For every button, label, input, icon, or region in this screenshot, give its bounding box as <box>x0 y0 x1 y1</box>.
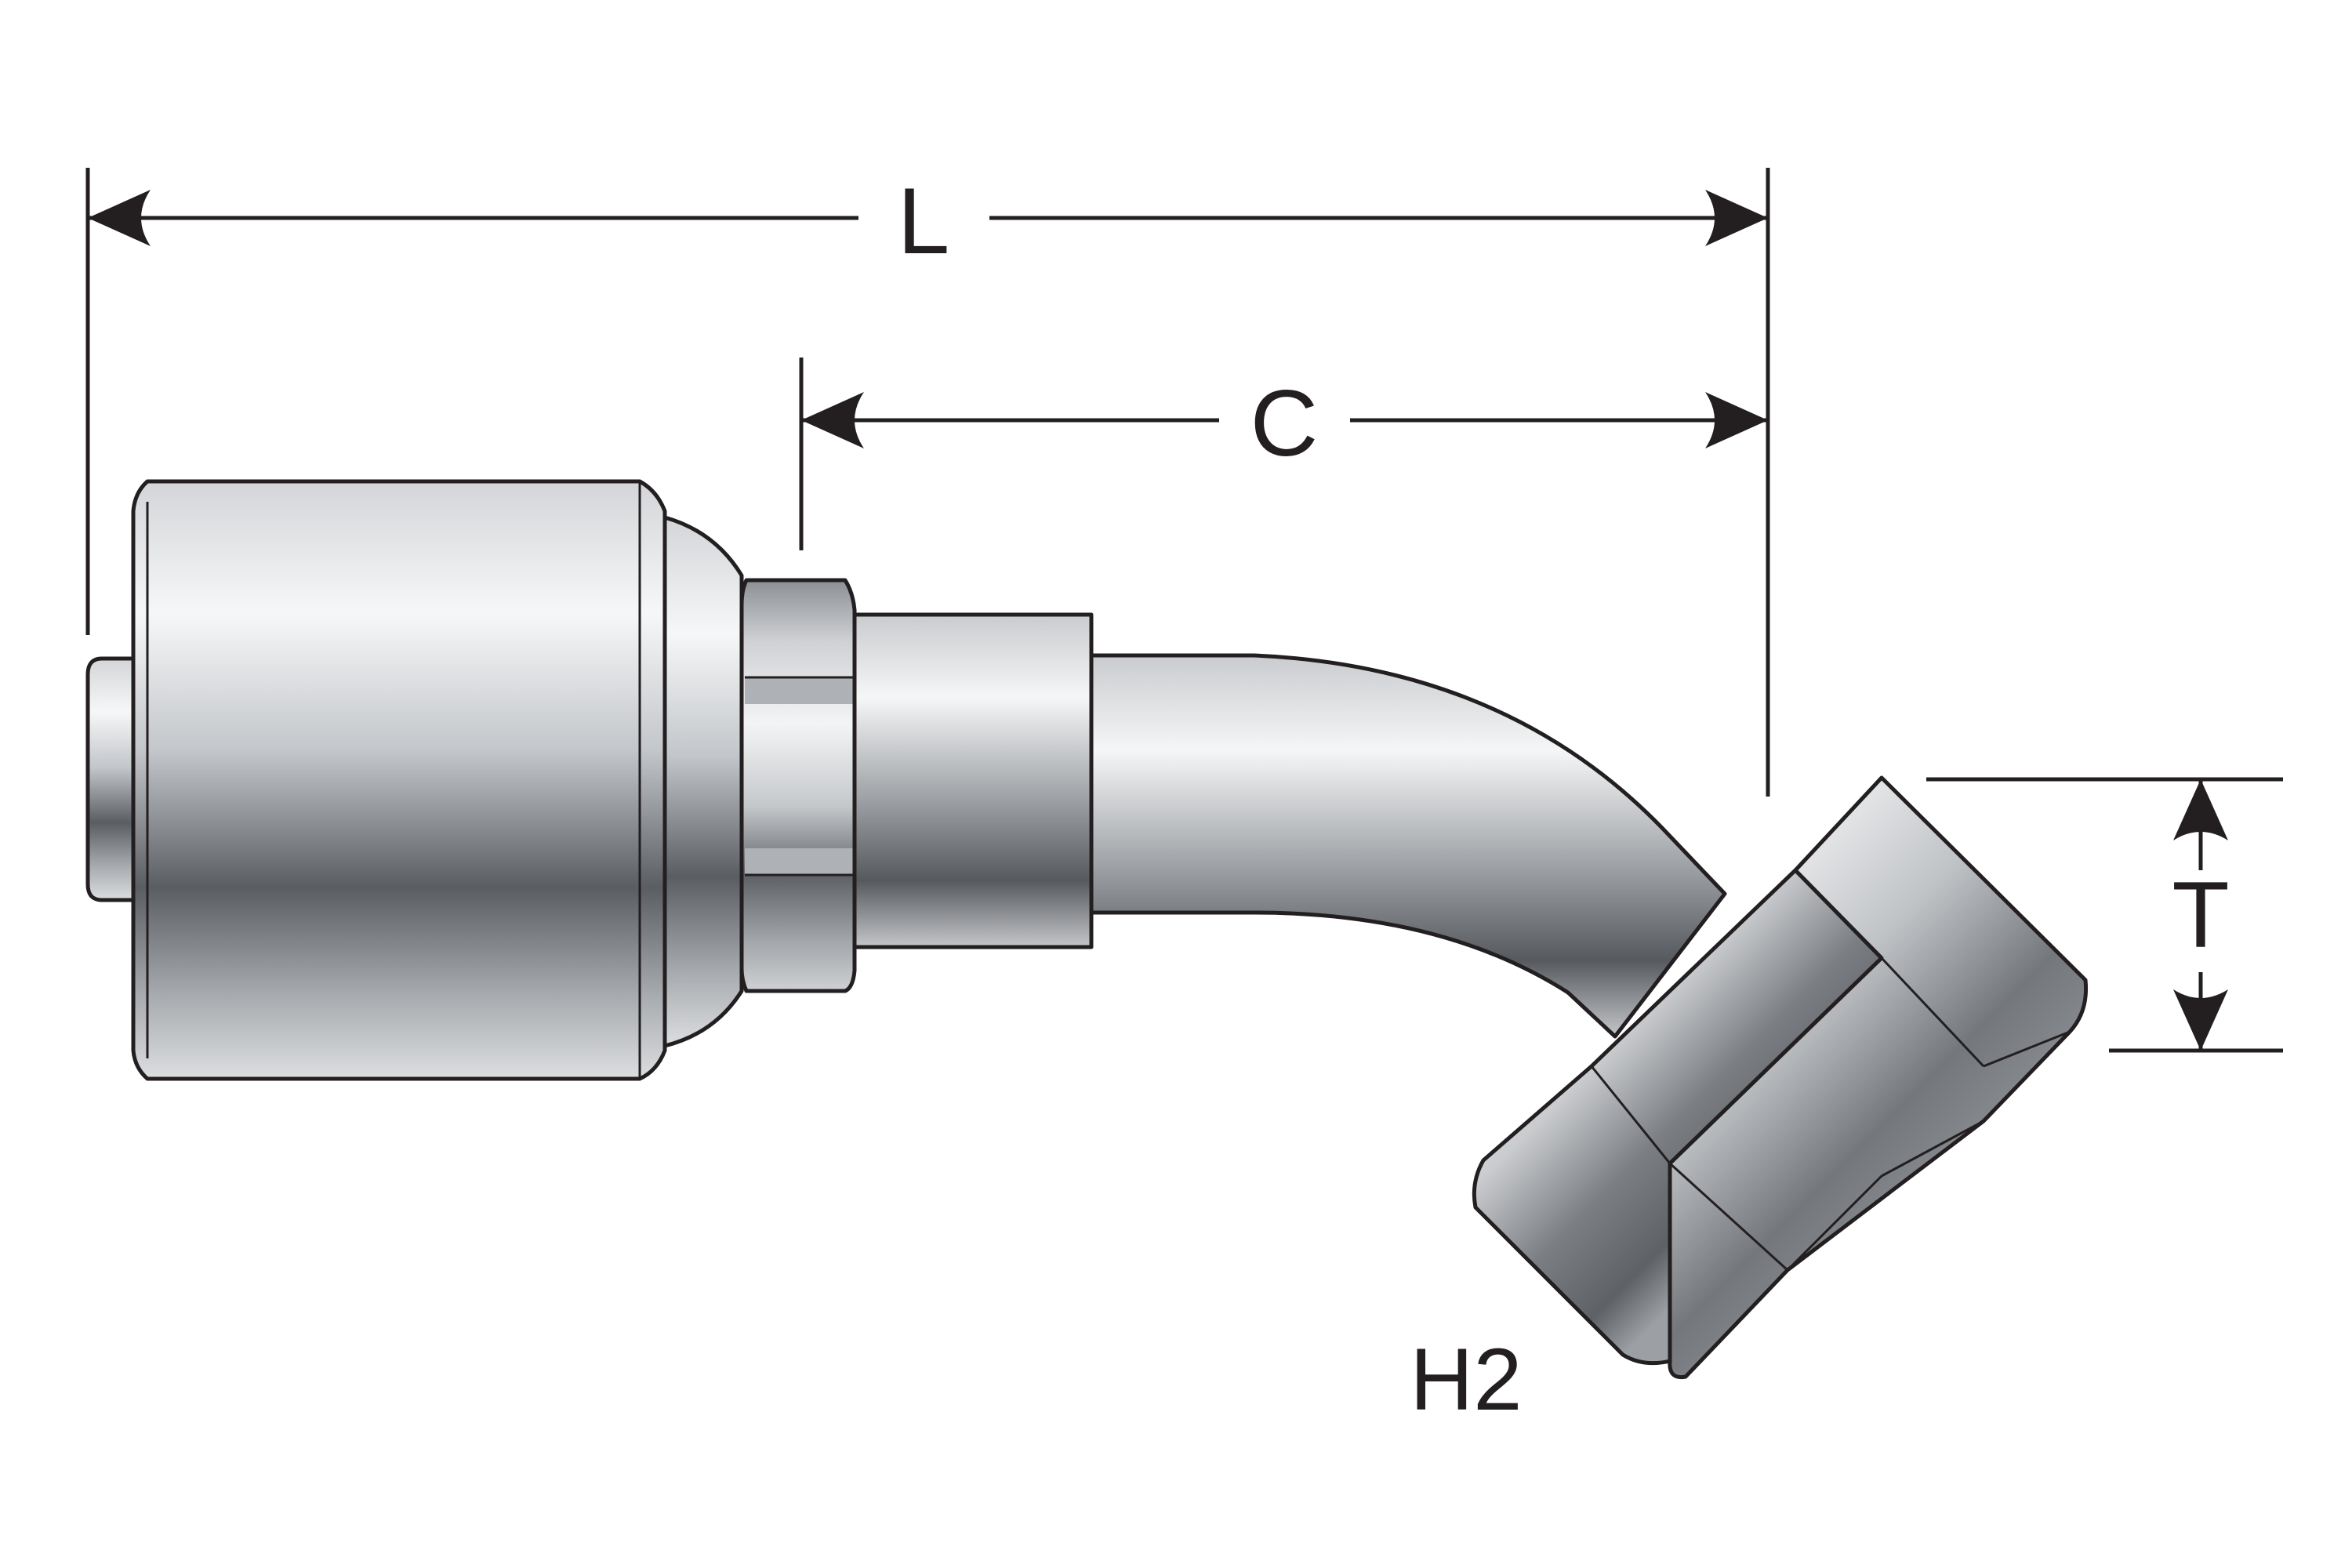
nut-facet-line-6 <box>1786 1174 1883 1272</box>
l-left-arrowhead <box>88 190 151 246</box>
nut-facet-line-7 <box>1881 1120 1984 1178</box>
c-left-arrowhead <box>801 392 864 448</box>
l-dimension-label: L <box>898 169 950 274</box>
nut-facet-line-5 <box>1983 1030 2071 1068</box>
l-right-arrowhead <box>1705 190 1768 246</box>
t-top-arrowhead <box>2173 779 2228 840</box>
tube-collar <box>852 612 1094 949</box>
c-dimension-label: C <box>1250 371 1319 476</box>
hose-fitting <box>85 479 2089 1380</box>
hose-insert-nipple <box>85 656 137 902</box>
crimp-socket <box>131 479 667 1081</box>
c-right-arrowhead <box>1705 392 1768 448</box>
nut-facet-line-3 <box>1668 1162 1789 1272</box>
part-label: H2 <box>1410 1330 1522 1428</box>
hex-flat-upper <box>745 677 853 704</box>
dimension-lines <box>85 168 2283 1053</box>
nut-facet-line-4 <box>1590 1065 1671 1164</box>
nut-facet-line-2 <box>1880 956 1985 1068</box>
socket-back-dome <box>662 515 744 1048</box>
bent-tube <box>1089 653 1727 1039</box>
nut-facet-line-1 <box>1794 869 1883 960</box>
center-hex-nut <box>739 578 857 993</box>
t-dimension-label: T <box>2172 862 2229 967</box>
swivel-nut-front <box>1668 775 2089 1380</box>
t-bottom-arrowhead <box>2173 989 2228 1051</box>
hex-flat-lower <box>745 848 853 875</box>
